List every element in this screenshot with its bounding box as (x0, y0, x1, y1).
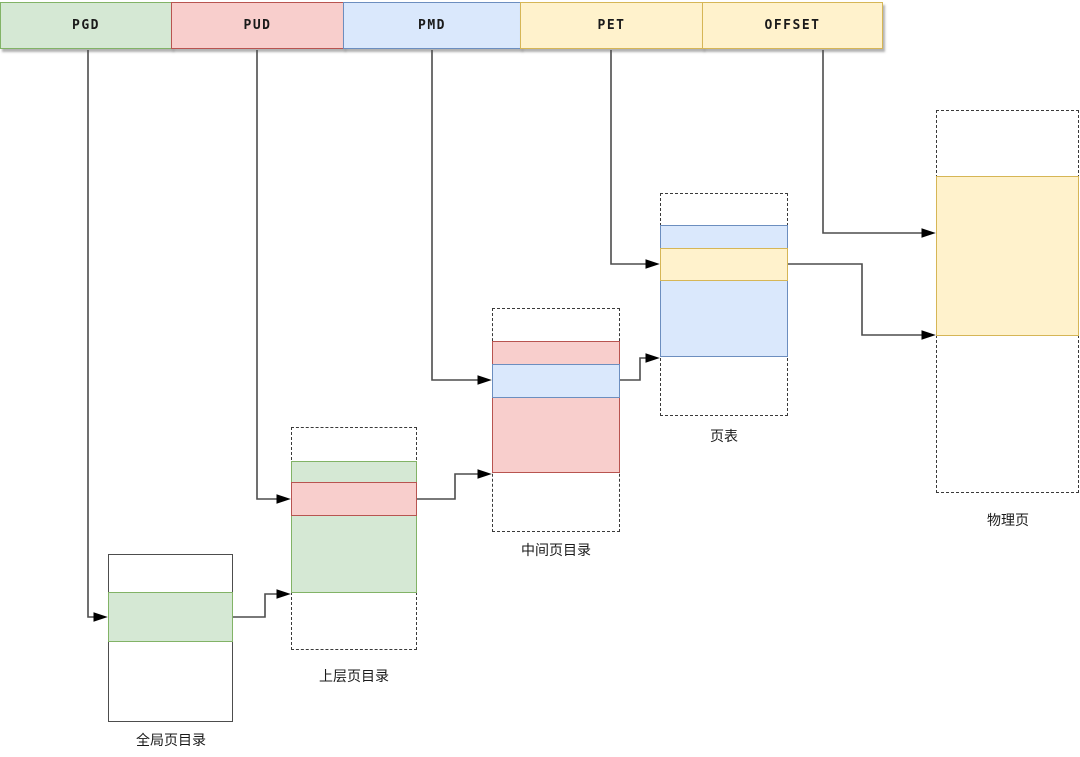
global-page-directory-highlight-entry (108, 592, 233, 642)
address-segment-offset: OFFSET (702, 2, 883, 49)
address-segment-pet-label: PET (597, 18, 626, 33)
global-page-directory-box (108, 554, 233, 722)
middle-page-directory-label: 中间页目录 (521, 543, 591, 559)
page-table-region (660, 225, 788, 357)
middle-page-directory-box (492, 308, 620, 532)
physical-page-label: 物理页 (987, 513, 1029, 529)
arrow-offset-to-physical (822, 50, 936, 238)
global-page-directory-label: 全局页目录 (136, 733, 206, 749)
arrow-middle-to-pagetable (620, 353, 660, 381)
address-segment-pmd-label: PMD (418, 18, 446, 33)
physical-page-region (936, 176, 1079, 336)
page-table-highlight-entry (660, 248, 788, 281)
upper-page-directory-label: 上层页目录 (319, 669, 389, 685)
middle-page-directory-region (492, 341, 620, 473)
arrow-pmd-to-middle (431, 50, 492, 385)
address-segment-pmd: PMD (343, 2, 521, 49)
arrow-pet-to-pagetable (610, 50, 660, 269)
physical-page-box (936, 110, 1079, 493)
address-segment-pud-label: PUD (243, 18, 272, 33)
address-segment-pgd: PGD (0, 2, 172, 49)
address-segment-pgd-label: PGD (72, 18, 100, 33)
arrow-pgd-to-global (87, 50, 108, 622)
page-table-label: 页表 (710, 429, 738, 445)
upper-page-directory-region (291, 461, 417, 593)
arrow-global-to-upper (233, 589, 291, 618)
address-segment-pud: PUD (171, 2, 344, 49)
address-segment-offset-label: OFFSET (764, 18, 821, 33)
arrow-pud-to-upper (256, 50, 291, 504)
upper-page-directory-highlight-entry (291, 482, 417, 516)
page-table-box (660, 193, 788, 416)
upper-page-directory-box (291, 427, 417, 650)
middle-page-directory-highlight-entry (492, 364, 620, 398)
arrow-upper-to-middle (417, 469, 492, 500)
arrow-pagetable-to-physical (788, 263, 936, 340)
address-segment-pet: PET (520, 2, 703, 49)
